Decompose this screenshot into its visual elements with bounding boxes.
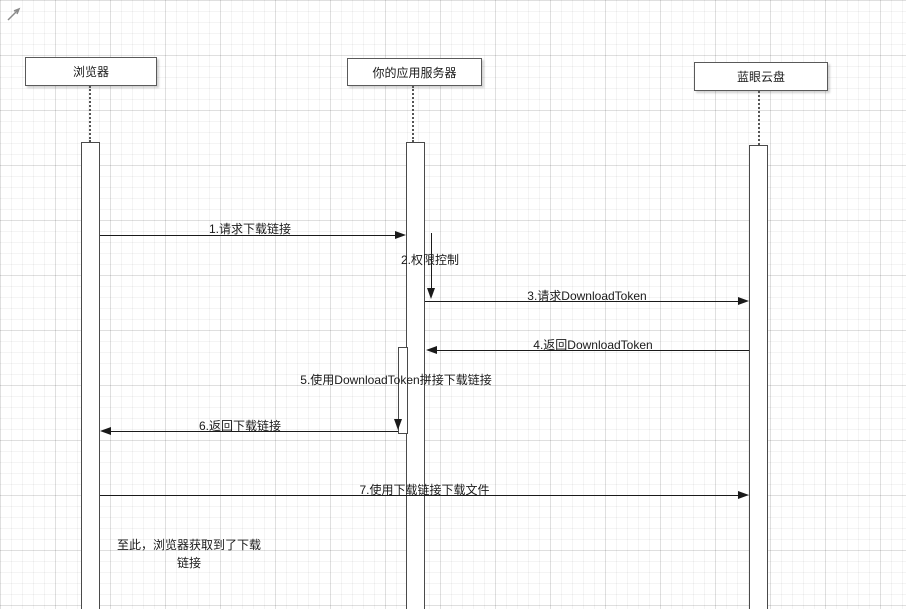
message-5-label: 5.使用DownloadToken拼接下载链接 [300, 373, 492, 387]
participant-box-app-server: 你的应用服务器 [347, 58, 482, 86]
corner-mark-icon [7, 7, 21, 21]
message-3-label: 3.请求DownloadToken [527, 289, 647, 303]
message-4-label: 4.返回DownloadToken [533, 338, 653, 352]
message-2-line [431, 233, 432, 289]
message-3-arrowhead [738, 297, 749, 305]
participant-label-app-server: 你的应用服务器 [372, 65, 457, 80]
message-1-label: 1.请求下载链接 [208, 222, 291, 236]
message-7-arrowhead [738, 491, 749, 499]
message-2-arrowhead [427, 288, 435, 299]
activation-bar-browser [81, 142, 100, 609]
message-3-line [425, 301, 738, 302]
message-7-line [100, 495, 738, 496]
message-1-line [100, 235, 395, 236]
lifeline-dotted-app-server [412, 86, 414, 142]
participant-box-cloud-disk: 蓝眼云盘 [694, 62, 828, 91]
message-4-arrowhead [426, 346, 437, 354]
message-5-arrowhead [394, 419, 402, 430]
message-4-line [437, 350, 749, 351]
participant-label-cloud-disk: 蓝眼云盘 [736, 70, 785, 84]
participant-label-browser: 浏览器 [72, 65, 109, 79]
activation-bar-cloud-disk [749, 145, 768, 609]
lifeline-dotted-browser [89, 86, 91, 142]
message-1-arrowhead [395, 231, 406, 239]
message-6-arrowhead [100, 427, 111, 435]
participant-box-browser: 浏览器 [25, 57, 157, 86]
message-2-label: 2.权限控制 [401, 253, 460, 267]
diagram-note: 至此，浏览器获取到了下载链接 [116, 538, 261, 570]
activation-bar-app-server-nested [398, 347, 408, 434]
lifeline-dotted-cloud-disk [758, 91, 760, 145]
message-6-line [111, 431, 398, 432]
message-6-label: 6.返回下载链接 [198, 419, 281, 433]
message-7-label: 7.使用下载链接下载文件 [359, 483, 490, 497]
